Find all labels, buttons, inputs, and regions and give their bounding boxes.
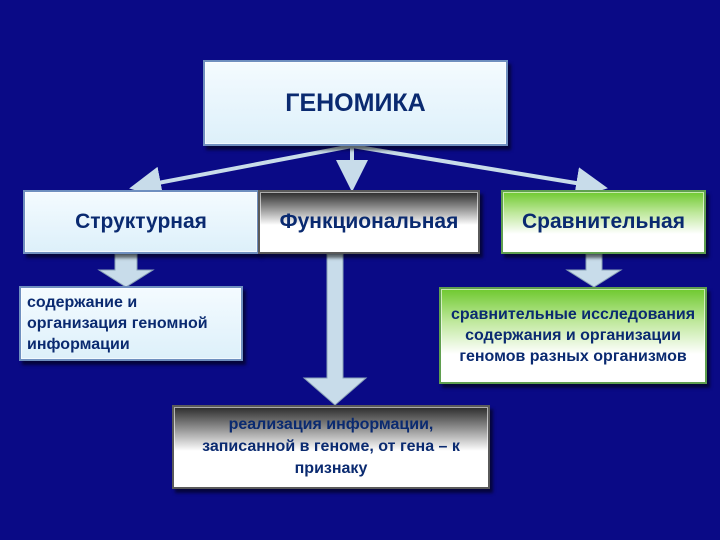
structural-description: содержание и организация геномной информ…: [27, 294, 208, 353]
structural-label: Структурная: [75, 210, 207, 233]
functional-label: Функциональная: [279, 210, 459, 233]
block-arrow-comparative: [565, 253, 623, 288]
functional-description-box: реализация информации, записанной в гено…: [172, 405, 490, 489]
arrow-to-comparative: [351, 144, 608, 199]
block-arrow-functional: [302, 253, 368, 406]
functional-description: реализация информации, записанной в гено…: [202, 416, 460, 477]
genomics-title: ГЕНОМИКА: [285, 88, 426, 117]
functional-box: Функциональная: [258, 190, 480, 254]
arrow-to-structural: [129, 144, 353, 199]
structural-box: Структурная: [23, 190, 259, 254]
comparative-description: сравнительные исследования содержания и …: [450, 306, 696, 365]
comparative-label: Сравнительная: [521, 210, 685, 233]
block-arrow-structural: [97, 253, 155, 288]
structural-description-box: содержание и организация геномной информ…: [19, 286, 243, 361]
genomics-title-box: ГЕНОМИКА: [203, 60, 508, 146]
comparative-box: Сравнительная: [501, 190, 706, 254]
comparative-description-box: сравнительные исследования содержания и …: [439, 287, 707, 384]
